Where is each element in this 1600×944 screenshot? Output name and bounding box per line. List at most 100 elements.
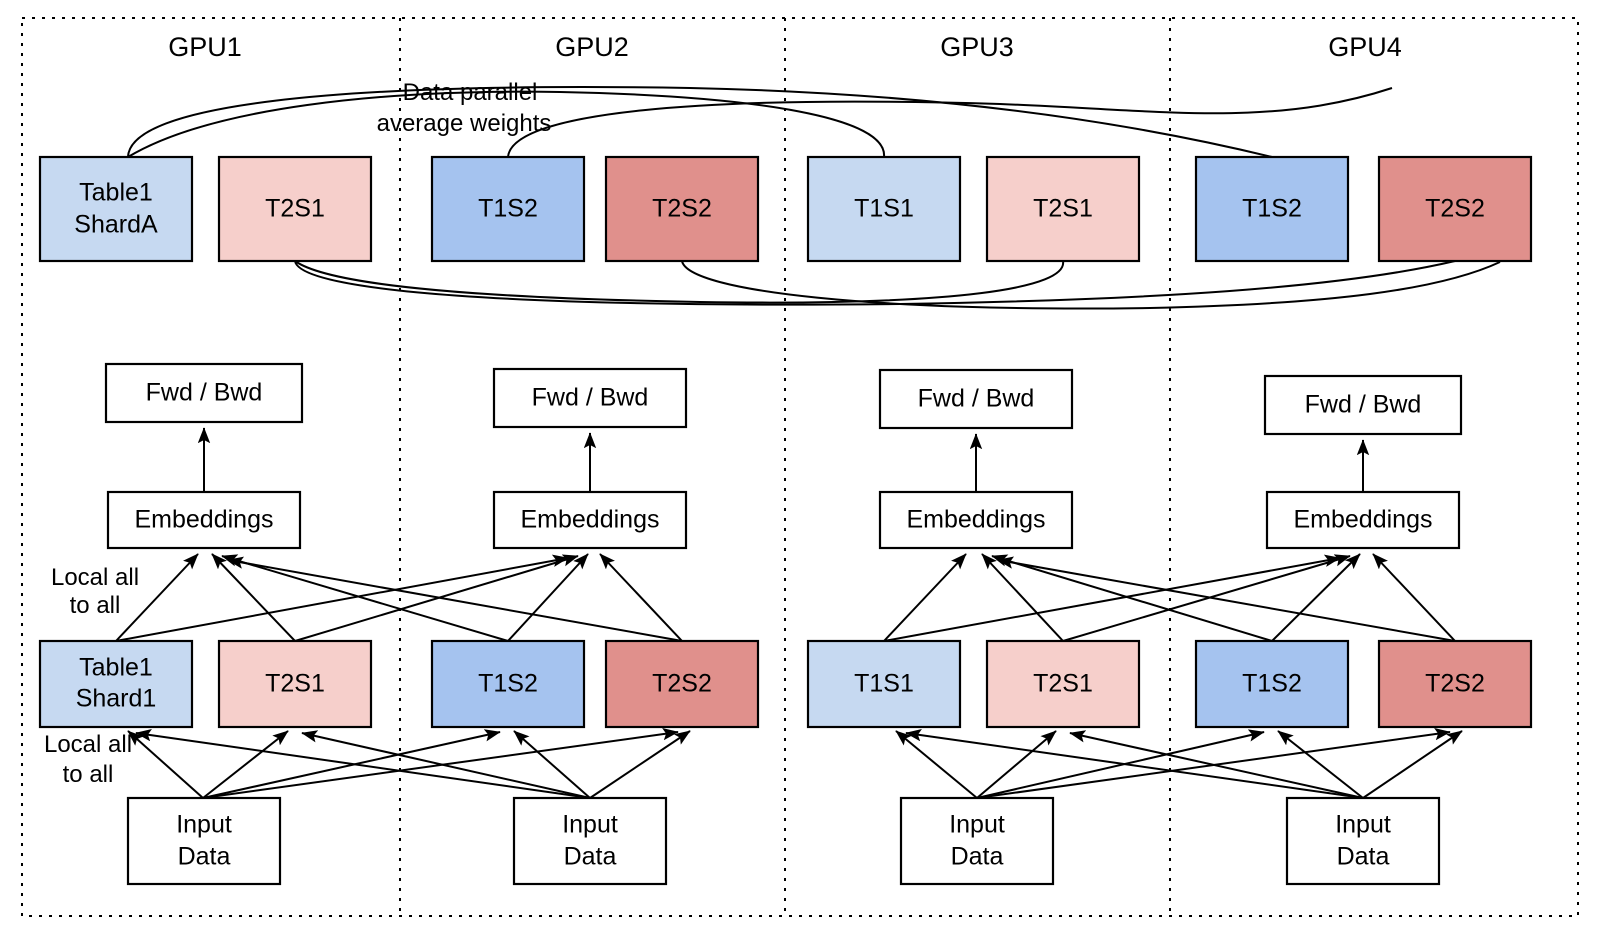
input-data-label-gpu3-line1: Input — [949, 811, 1005, 839]
arrow-shard-gpu1b-to-emb-gpu1 — [211, 553, 296, 642]
input-data-box-gpu1[interactable] — [126, 796, 282, 886]
arrow-shard-gpu3b-to-emb-gpu4 — [1062, 554, 1351, 642]
local-all-to-all-upper-line1: Local all — [51, 564, 139, 591]
arrow-input-gpu2-to-shard-gpu2a — [513, 730, 591, 799]
arrow-input-gpu1-to-shard-gpu1b — [202, 730, 289, 799]
dp-arc-red-1 — [294, 260, 1456, 306]
weight-box-gpu2-t1s2-label: T1S2 — [478, 195, 538, 223]
input-data-box-gpu2[interactable] — [512, 796, 668, 886]
shard-box-gpu4-t2s2-label: T2S2 — [1425, 670, 1485, 698]
input-data-label-gpu2-line1: Input — [562, 811, 618, 839]
input-data-label-gpu4-line1: Input — [1335, 811, 1391, 839]
input-data-box-gpu4[interactable] — [1285, 796, 1441, 886]
input-data-box-gpu3[interactable] — [899, 796, 1055, 886]
arrow-input-gpu4-to-shard-gpu3b — [1069, 730, 1364, 799]
weight-box-gpu3-t2s1-label: T2S1 — [1033, 195, 1093, 223]
local-all-to-all-lower-line2: to all — [63, 761, 114, 788]
shard-box-gpu4-t1s2[interactable] — [1194, 639, 1350, 729]
shard-box-gpu2-t1s2-label: T1S2 — [478, 670, 538, 698]
weight-box-gpu3-t1s1[interactable] — [806, 155, 962, 263]
shard-box-gpu2-t2s2[interactable] — [604, 639, 760, 729]
arrow-shard-gpu1a-to-emb-gpu1 — [115, 553, 199, 642]
arrow-shard-gpu3a-to-emb-gpu4 — [883, 554, 1341, 642]
gpu-title-1: GPU1 — [168, 32, 242, 62]
gpu-title-4: GPU4 — [1328, 32, 1402, 62]
shard-box-gpu1-table1-shard1-line1: Table1 — [79, 654, 153, 682]
arrow-shard-gpu2a-to-emb-gpu1 — [221, 554, 509, 642]
embeddings-label-gpu1: Embeddings — [135, 506, 274, 534]
arrow-shard-gpu2b-to-emb-gpu1 — [227, 556, 683, 642]
shard-box-gpu1-table1-shard1-line2: Shard1 — [76, 685, 157, 713]
weight-box-gpu3-t1s1-label: T1S1 — [854, 195, 914, 223]
fwd-bwd-box-gpu1[interactable] — [104, 362, 304, 424]
shard-box-gpu4-t2s2[interactable] — [1377, 639, 1533, 729]
data-parallel-label-line2: average weights — [377, 110, 552, 137]
arrow-shard-gpu4a-to-emb-gpu3 — [991, 554, 1273, 642]
arrow-shard-gpu4b-to-emb-gpu4 — [1372, 553, 1456, 642]
arrow-input-gpu4-to-shard-gpu4a — [1277, 730, 1364, 799]
arrow-input-gpu4-to-shard-gpu3a — [905, 729, 1364, 799]
weight-box-gpu1-t2s1[interactable] — [217, 155, 373, 263]
dp-arc-red-2 — [681, 260, 1501, 310]
fwd-bwd-box-gpu4[interactable] — [1263, 374, 1463, 436]
arrow-shard-gpu1a-to-emb-gpu2 — [115, 554, 569, 642]
input-data-label-gpu2-line2: Data — [564, 843, 617, 871]
embeddings-box-gpu3[interactable] — [878, 490, 1074, 550]
arrow-input-gpu1-to-shard-gpu2a — [202, 729, 501, 799]
outer-boundary — [21, 17, 1579, 917]
fwd-bwd-label-gpu1: Fwd / Bwd — [146, 379, 263, 407]
local-all-to-all-lower-line1: Local all — [44, 731, 132, 758]
local-all-to-all-upper-line2: to all — [70, 592, 121, 619]
embeddings-box-gpu1[interactable] — [106, 490, 302, 550]
shard-box-gpu2-t2s2-label: T2S2 — [652, 670, 712, 698]
embeddings-label-gpu3: Embeddings — [907, 506, 1046, 534]
arrow-shard-gpu2b-to-emb-gpu2 — [599, 553, 683, 642]
weight-box-gpu3-t2s1[interactable] — [985, 155, 1141, 263]
shard-box-gpu3-t2s1[interactable] — [985, 639, 1141, 729]
weight-box-gpu1-table1-sharda-line1: Table1 — [79, 179, 153, 207]
arrow-shard-gpu4b-to-emb-gpu3 — [997, 556, 1456, 642]
input-data-label-gpu3-line2: Data — [951, 843, 1004, 871]
weight-box-gpu4-t2s2[interactable] — [1377, 155, 1533, 263]
shard-box-gpu1-table1-shard1[interactable] — [38, 639, 194, 729]
fwd-bwd-box-gpu2[interactable] — [492, 367, 688, 429]
arrow-input-gpu2-to-shard-gpu1b — [301, 730, 591, 799]
arrow-input-gpu1-to-shard-gpu1a — [127, 730, 204, 799]
fwd-bwd-label-gpu4: Fwd / Bwd — [1305, 391, 1422, 419]
arrow-input-gpu3-to-shard-gpu4a — [976, 729, 1265, 799]
arrow-shard-gpu1b-to-emb-gpu2 — [294, 554, 579, 642]
arrow-input-gpu3-to-shard-gpu3b — [976, 730, 1057, 799]
fwd-bwd-label-gpu2: Fwd / Bwd — [532, 384, 649, 412]
arrow-input-gpu3-to-shard-gpu3a — [895, 730, 978, 799]
shard-box-gpu3-t2s1-label: T2S1 — [1033, 670, 1093, 698]
embeddings-box-gpu2[interactable] — [492, 490, 688, 550]
shard-box-gpu3-t1s1-label: T1S1 — [854, 670, 914, 698]
weight-box-gpu1-t2s1-label: T2S1 — [265, 195, 325, 223]
gpu-title-2: GPU2 — [555, 32, 629, 62]
shard-box-gpu4-t1s2-label: T1S2 — [1242, 670, 1302, 698]
arrow-shard-gpu3b-to-emb-gpu3 — [981, 553, 1064, 642]
dp-arc-red-3 — [294, 260, 1065, 304]
dp-arc-blue-1 — [127, 86, 1273, 158]
embeddings-box-gpu4[interactable] — [1265, 490, 1461, 550]
shard-box-gpu3-t1s1[interactable] — [806, 639, 962, 729]
fwd-bwd-box-gpu3[interactable] — [878, 368, 1074, 430]
arrow-shard-gpu4a-to-emb-gpu4 — [1271, 553, 1361, 642]
input-data-label-gpu1-line2: Data — [178, 843, 231, 871]
weight-box-gpu2-t2s2[interactable] — [604, 155, 760, 263]
weight-box-gpu2-t2s2-label: T2S2 — [652, 195, 712, 223]
shard-box-gpu2-t1s2[interactable] — [430, 639, 586, 729]
weight-box-gpu4-t1s2[interactable] — [1194, 155, 1350, 263]
shard-box-gpu1-t2s1[interactable] — [217, 639, 373, 729]
data-parallel-label-line1: Data parallel — [403, 79, 538, 106]
arrow-input-gpu2-to-shard-gpu2b — [589, 730, 691, 799]
weight-box-gpu1-table1-sharda-line2: ShardA — [74, 211, 158, 239]
arrow-shard-gpu3a-to-emb-gpu3 — [883, 553, 967, 642]
weight-box-gpu2-t1s2[interactable] — [430, 155, 586, 263]
embeddings-label-gpu4: Embeddings — [1294, 506, 1433, 534]
arrow-shard-gpu2a-to-emb-gpu2 — [507, 553, 589, 642]
weight-box-gpu1-table1-sharda[interactable] — [38, 155, 194, 263]
shard-box-gpu1-t2s1-label: T2S1 — [265, 670, 325, 698]
